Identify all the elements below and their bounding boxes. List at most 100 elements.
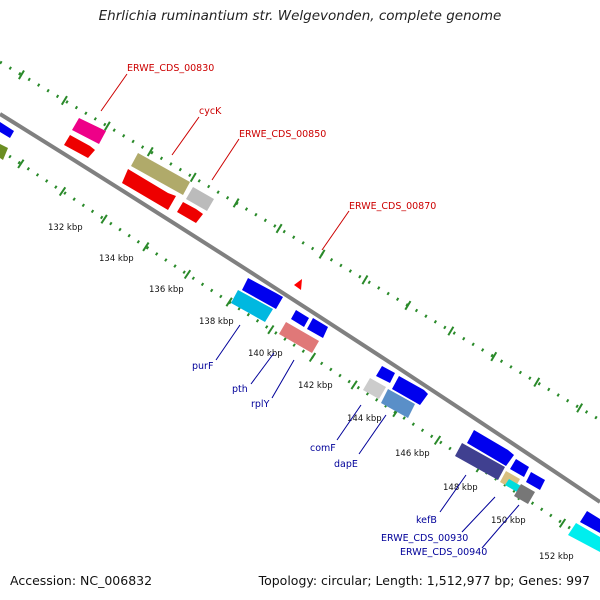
genome-backbone [0,112,600,504]
major-tick [58,186,67,197]
gene-block [568,523,600,552]
gene-label: ERWE_CDS_00870 [349,201,436,212]
gene-block [72,118,106,144]
origin-marker [294,279,302,290]
major-tick [404,300,412,311]
major-tick [142,242,150,252]
major-tick [308,352,317,363]
leader-line [321,210,350,251]
gene-label: dapE [334,459,358,470]
gene-arrow [291,310,309,327]
gene-arrow [510,459,529,477]
leader-line [336,404,362,441]
reverse-genes [231,278,600,552]
gene-label: pth [232,384,248,395]
major-tick [100,214,108,224]
leader-line [250,352,275,385]
kbp-labels: 132 kbp 134 kbp 136 kbp 138 kbp 140 kbp … [48,223,574,562]
gene-arrow [64,135,95,158]
inner-major-ticks [17,159,567,528]
gene-arrow [526,472,545,490]
gene-label: rplY [251,399,270,410]
gene-block [363,378,386,399]
major-tick [18,69,25,80]
kbp-label: 138 kbp [199,317,234,327]
gene-arrow [376,366,395,383]
gene-label: ERWE_CDS_00830 [127,63,214,74]
gene-block [505,479,521,492]
summary-text: Topology: circular; Length: 1,512,977 bp… [258,573,590,588]
gene-block [131,153,190,195]
major-tick [189,172,197,183]
reverse-gene-labels: purF pth rplY comF dapE kefB ERWE_CDS_00… [192,324,520,558]
kbp-label: 146 kbp [395,449,430,459]
kbp-label: 136 kbp [149,285,184,295]
outer-major-ticks [18,69,584,413]
kbp-label: 134 kbp [99,254,134,264]
major-tick [183,269,192,280]
kbp-label: 144 kbp [347,414,382,424]
gene-label: cycK [199,106,222,117]
map-title: Ehrlichia ruminantium str. Welgevonden, … [98,8,502,24]
gene-label: purF [192,361,213,372]
gene-label: ERWE_CDS_00940 [400,547,487,558]
major-tick [576,403,584,413]
major-tick [318,249,326,259]
gene-block [514,484,535,504]
major-tick [267,324,275,335]
gene-label: ERWE_CDS_00850 [239,129,326,140]
gene-arrow [177,202,203,223]
gene-label: comF [310,443,336,454]
major-tick [103,121,111,131]
gene-block [231,290,273,322]
gene-block [186,187,214,211]
kbp-label: 142 kbp [298,381,333,391]
gene-block [455,443,505,480]
gene-arrow [392,376,428,405]
major-tick [225,297,233,307]
leader-line [271,359,295,399]
gene-arrow [307,318,328,338]
kbp-label: 150 kbp [491,516,526,526]
kbp-label: 140 kbp [248,349,283,359]
major-tick [361,274,369,285]
leader-line [481,504,520,549]
gene-arrow [242,278,283,309]
gene-arrow [467,430,514,466]
major-tick [17,159,25,169]
major-tick [146,146,154,157]
gene-label: kefB [416,515,437,526]
major-tick [447,326,455,336]
gene-block [279,322,319,353]
major-tick [433,435,442,445]
kbp-label: 148 kbp [443,483,478,493]
kbp-label: 152 kbp [539,552,574,562]
gene-arrow [122,169,176,210]
forward-gene-labels: ERWE_CDS_00830 cycK ERWE_CDS_00850 ERWE_… [100,63,436,251]
leader-line [439,474,467,513]
major-tick [558,518,567,528]
leader-line [211,138,240,181]
leader-line [358,414,387,455]
leader-line [215,324,241,361]
major-tick [350,380,358,390]
leader-line [171,116,200,156]
major-tick [60,95,68,106]
gene-block [0,144,8,160]
leader-line [461,496,496,533]
outer-tick-ring [0,60,600,422]
forward-genes [0,118,214,223]
inner-tick-ring [0,148,600,550]
gene-arrow [580,511,600,533]
major-tick [490,351,498,362]
major-tick [275,223,283,234]
major-tick [232,198,240,208]
gene-label: ERWE_CDS_00930 [381,533,468,544]
gene-block [0,122,14,138]
major-tick [533,377,541,388]
kbp-label: 132 kbp [48,223,83,233]
gene-block [381,389,415,418]
leader-line [100,73,128,112]
accession-text: Accession: NC_006832 [10,573,153,588]
